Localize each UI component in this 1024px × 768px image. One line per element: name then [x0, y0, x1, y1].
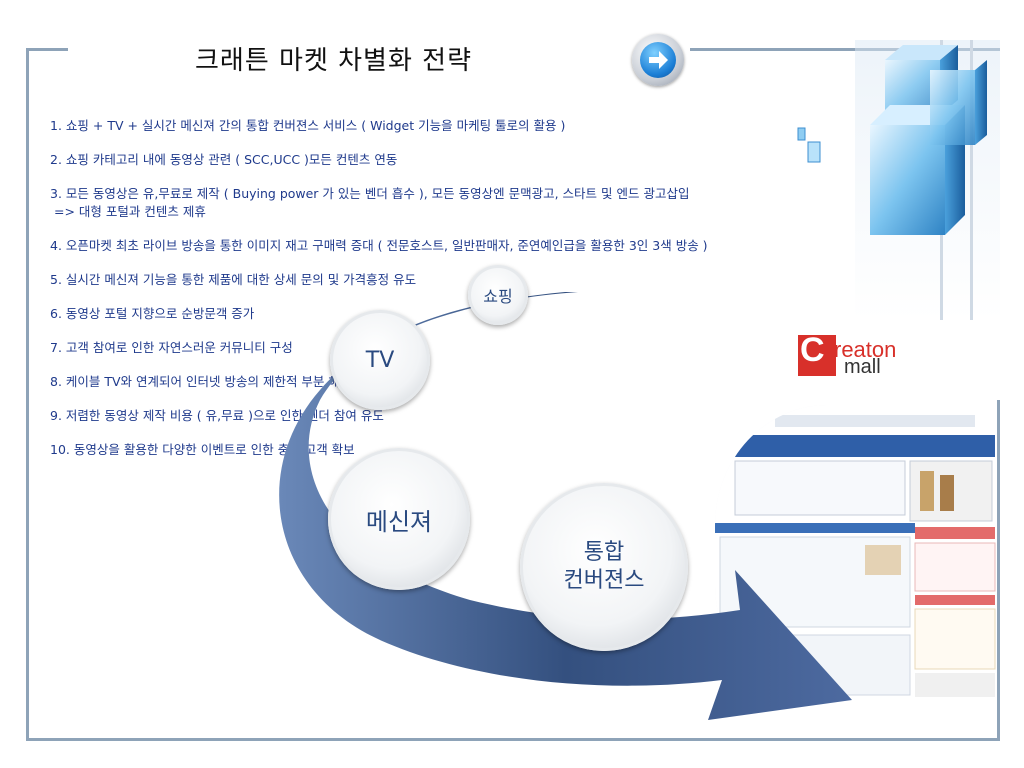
next-arrow-button[interactable] [632, 34, 684, 86]
bubble-tv: TV [330, 310, 430, 410]
list-item: 6. 동영상 포털 지향으로 순방문객 증가 [50, 306, 255, 321]
logo-text-line1: reaton [834, 337, 897, 362]
list-item: 9. 저렴한 동영상 제작 비용 ( 유,무료 )으로 인한 벤더 참여 유도 [50, 408, 384, 423]
bubble-tv-label: TV [365, 347, 395, 373]
frame-top-right-border [690, 48, 1000, 51]
frame-top-left-border [26, 48, 68, 51]
creaton-mall-logo: C reaton mall [798, 331, 910, 378]
list-item: 8. 케이블 TV와 연계되어 인터넷 방송의 제한적 부분 해소 [50, 374, 352, 389]
arrow-right-icon [649, 51, 668, 69]
slide-title: 크래튼 마켓 차별화 전략 [195, 46, 472, 76]
logo-mark [798, 335, 836, 376]
bubble-messenger: 메신져 [328, 448, 470, 590]
list-item: 7. 고객 참여로 인한 자연스러운 커뮤니티 구성 [50, 340, 293, 355]
mall-screenshot-image [715, 405, 997, 705]
frame-bottom-border [26, 738, 1000, 741]
bubble-convergence-line1: 통합 [583, 540, 625, 565]
bubble-shopping-label: 쇼핑 [483, 287, 513, 306]
bubble-shopping: 쇼핑 [468, 265, 528, 325]
bubble-convergence: 통합 컨버젼스 [520, 483, 688, 651]
logo-text-line2: mall [844, 356, 881, 378]
logo-letter-c: C [800, 331, 825, 369]
bubble-messenger-label: 메신져 [365, 507, 433, 536]
list-item: => 대형 포털과 컨텐츠 제휴 [54, 204, 206, 219]
list-item: 10. 동영상을 활용한 다양한 이벤트로 인한 충성 고객 확보 [50, 442, 355, 457]
list-item: 3. 모든 동영상은 유,무료로 제작 ( Buying power 가 있는 … [50, 186, 690, 201]
glass-cubes-decoration [855, 40, 1000, 320]
bubble-convergence-line2: 컨버젼스 [563, 568, 645, 593]
frame-right-border [997, 400, 1000, 741]
frame-left-border [26, 48, 29, 740]
list-item: 1. 쇼핑 + TV + 실시간 메신져 간의 통합 컨버젼스 서비스 ( Wi… [50, 118, 566, 133]
list-item: 4. 오픈마켓 최초 라이브 방송을 통한 이미지 재고 구매력 증대 ( 전문… [50, 238, 708, 253]
list-item: 5. 실시간 메신져 기능을 통한 제품에 대한 상세 문의 및 가격흥정 유도 [50, 272, 417, 287]
list-item: 2. 쇼핑 카테고리 내에 동영상 관련 ( SCC,UCC )모든 컨텐츠 연… [50, 152, 398, 167]
small-cube-decoration [797, 127, 821, 163]
